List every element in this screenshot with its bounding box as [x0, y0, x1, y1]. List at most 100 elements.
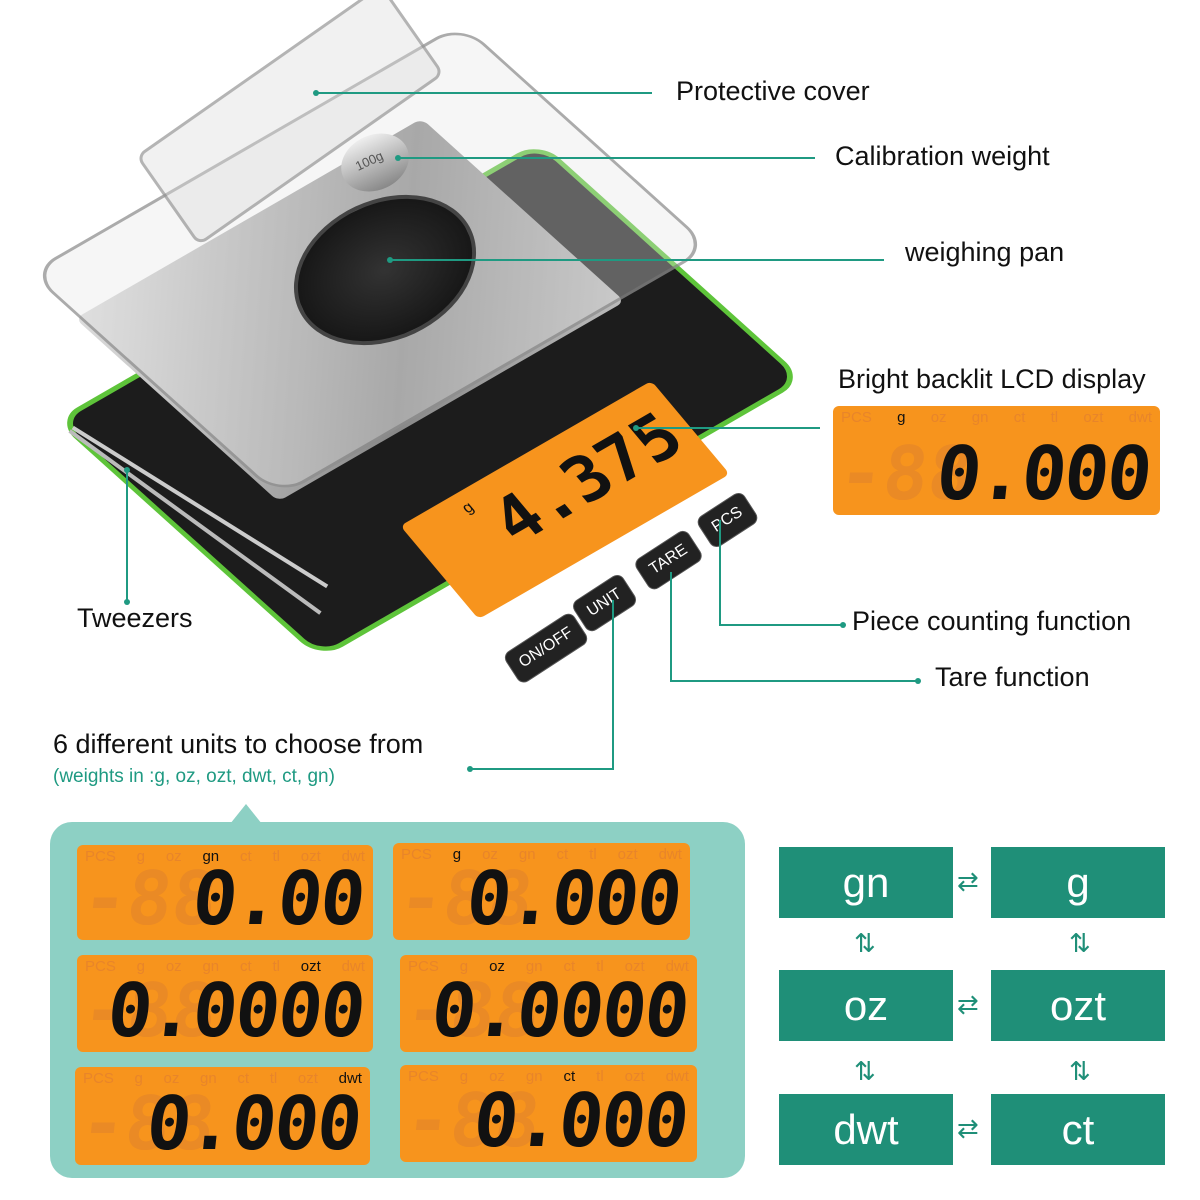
lcd-unit-label: gn	[518, 846, 536, 863]
callout-dot	[313, 90, 319, 96]
on-off-button[interactable]: ON/OFF	[501, 610, 591, 686]
lcd-value: 0.0000	[103, 968, 368, 1052]
lcd-unit-label: dwt	[658, 846, 682, 863]
unit-box-dwt: dwt	[779, 1094, 953, 1165]
lcd-unit-label: dwt	[341, 958, 365, 975]
lcd-unit-label: tl	[272, 848, 280, 865]
units-title: 6 different units to choose from	[53, 729, 424, 759]
weighing-pan-label: weighing pan	[905, 237, 1065, 267]
weight-marking: 100g	[352, 147, 386, 174]
lcd-unit-label: PCS	[85, 958, 116, 975]
panel-pointer	[230, 804, 262, 824]
protective-cover-label: Protective cover	[676, 76, 870, 106]
up-down-arrows-icon: ⇅	[1069, 1056, 1091, 1086]
lcd-unit-label: g	[136, 848, 145, 865]
callout-dot	[395, 155, 401, 161]
lcd-unit-label: gn	[202, 848, 220, 865]
lcd-unit-label: gn	[525, 1068, 543, 1085]
callout-line	[316, 92, 652, 94]
lcd-unit-label: tl	[589, 846, 597, 863]
lcd-unit-label: tl	[596, 1068, 604, 1085]
lcd-unit-label: PCS	[85, 848, 116, 865]
lcd-unit-label: ozt	[624, 958, 645, 975]
lcd-value: 0.0000	[427, 968, 692, 1052]
lcd-unit-label: oz	[482, 846, 498, 863]
lcd-unit-label: ozt	[300, 958, 321, 975]
lcd-unit-label: gn	[202, 958, 220, 975]
lcd-unit-label: ct	[563, 1068, 576, 1085]
swap-arrows-icon: ⇄	[957, 989, 979, 1019]
tare-button[interactable]: TARE	[632, 527, 706, 593]
callout-dot	[124, 599, 130, 605]
unit-box-ozt: ozt	[991, 970, 1165, 1041]
callout-line	[390, 259, 884, 261]
lcd-unit-labels: PCS g oz gn ct tl ozt dwt	[85, 958, 365, 975]
lcd-unit-label: ct	[239, 958, 252, 975]
swap-arrows-icon: ⇄	[957, 866, 979, 896]
callout-line	[612, 600, 614, 769]
lcd-unit-label: g	[452, 846, 462, 863]
lcd-unit-label: oz	[165, 848, 182, 865]
unit-box-oz: oz	[779, 970, 953, 1041]
lcd-unit-label: PCS	[401, 846, 432, 863]
pcs-button[interactable]: PCS	[694, 489, 761, 551]
unit-box-g: g	[991, 847, 1165, 918]
lcd-unit-label: ct	[239, 848, 252, 865]
lcd-unit-label: dwt	[665, 1068, 689, 1085]
callout-line	[670, 572, 672, 681]
callout-line	[470, 768, 614, 770]
lcd-unit-label: dwt	[341, 848, 365, 865]
callout-line	[636, 427, 820, 429]
lcd-value: 0.000	[932, 431, 1155, 515]
callout-line	[670, 680, 918, 682]
callout-dot	[840, 622, 846, 628]
lcd-unit-label: oz	[489, 958, 505, 975]
lcd-unit-label: oz	[489, 1068, 505, 1085]
lcd-unit-label: PCS	[841, 409, 872, 426]
lcd-value: 0.00	[188, 856, 368, 940]
lcd-unit-label: gn	[525, 958, 543, 975]
lcd-value: 0.000	[462, 856, 685, 940]
lcd-unit-label: ozt	[617, 846, 638, 863]
lcd-unit-label: oz	[165, 958, 182, 975]
callout-dot	[467, 766, 473, 772]
lcd-unit-label: g	[136, 958, 145, 975]
lcd-value: 0.000	[142, 1081, 365, 1165]
callout-dot	[124, 467, 130, 473]
lcd-unit-label: dwt	[338, 1070, 362, 1087]
lcd-display-label: Bright backlit LCD display	[838, 364, 1146, 394]
callout-line	[398, 157, 815, 159]
unit-box-gn: gn	[779, 847, 953, 918]
lcd-unit-label: ozt	[1083, 409, 1104, 426]
lcd-unit-label: tl	[272, 958, 280, 975]
lcd-unit-label: ct	[237, 1070, 250, 1087]
scale-product: 100g g 4.375 ON/OFF UNIT TARE PCS	[0, 0, 820, 760]
lcd-unit-label: ct	[563, 958, 576, 975]
up-down-arrows-icon: ⇅	[854, 928, 876, 958]
lcd-unit-label: tl	[1050, 409, 1059, 426]
lcd-unit-label: PCS	[408, 1068, 439, 1085]
callout-line	[126, 470, 128, 602]
lcd-unit-label: oz	[930, 409, 947, 426]
lcd-unit-label: g	[134, 1070, 143, 1087]
up-down-arrows-icon: ⇅	[854, 1056, 876, 1086]
up-down-arrows-icon: ⇅	[1069, 928, 1091, 958]
lcd-unit-label: gn	[200, 1070, 217, 1087]
lcd-unit-label: tl	[269, 1070, 278, 1087]
callout-line	[719, 624, 843, 626]
callout-line	[719, 520, 721, 626]
swap-arrows-icon: ⇄	[957, 1113, 979, 1143]
lcd-unit-label: PCS	[408, 958, 439, 975]
callout-dot	[387, 257, 393, 263]
unit-box-ct: ct	[991, 1094, 1165, 1165]
lcd-unit-label: dwt	[1128, 409, 1152, 426]
